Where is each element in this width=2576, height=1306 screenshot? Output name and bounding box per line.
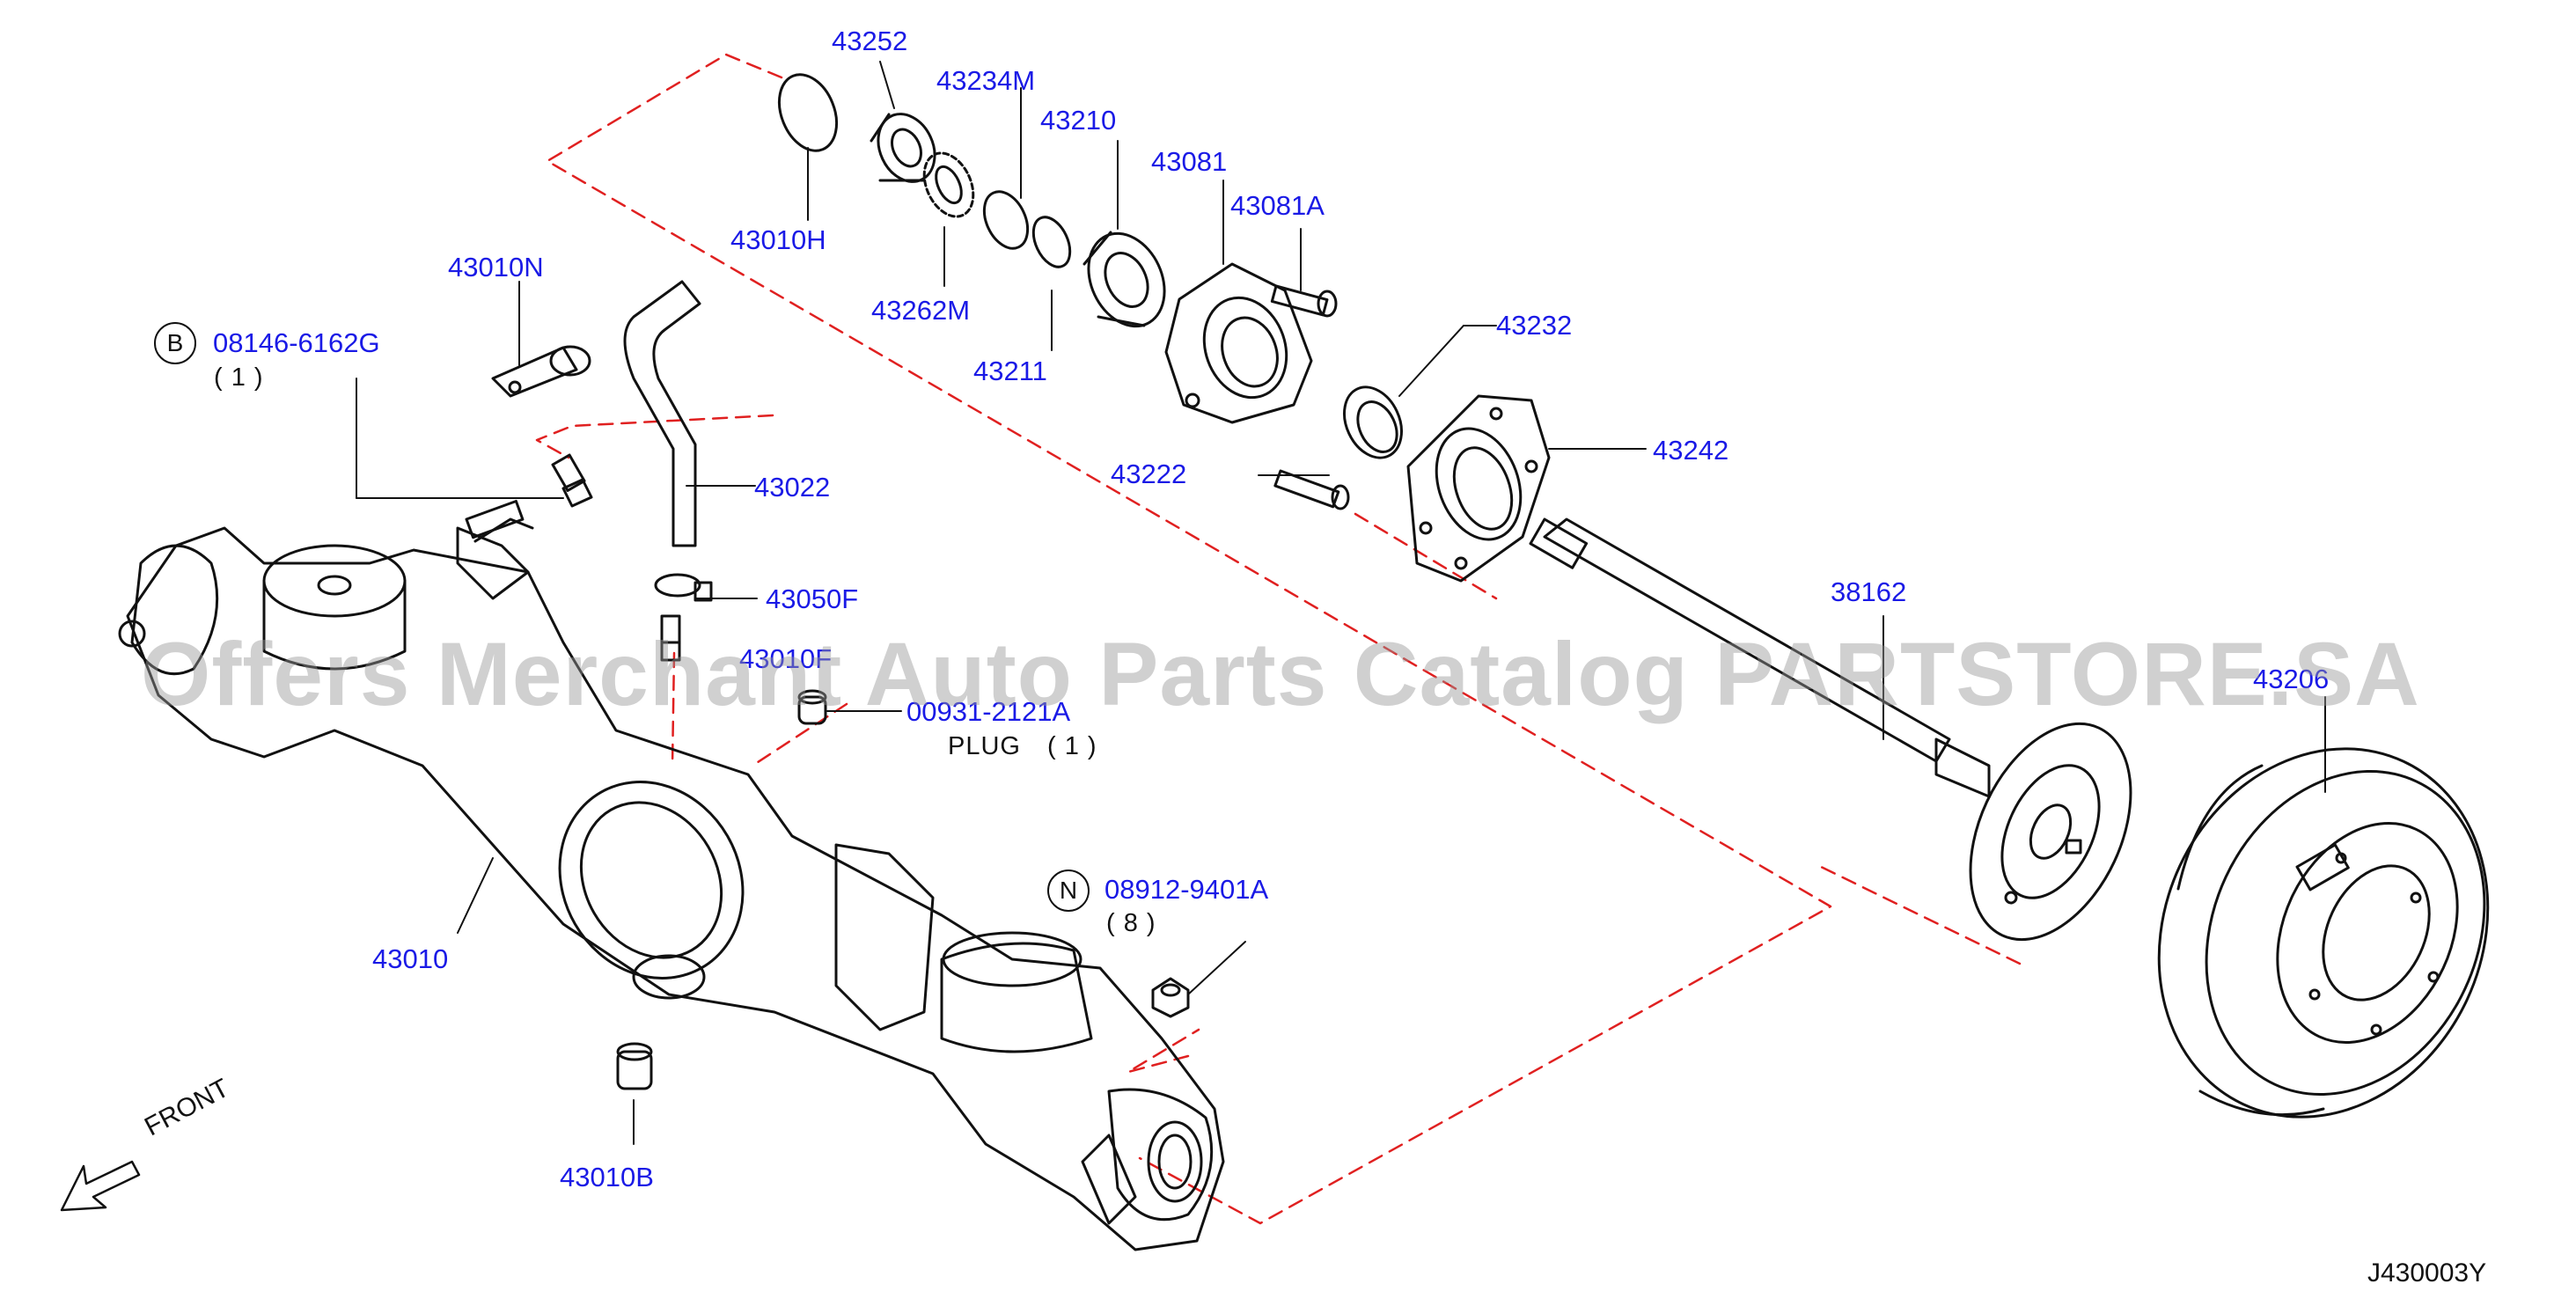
label-38162[interactable]: 38162	[1831, 576, 1907, 607]
front-arrow-icon	[60, 1160, 141, 1212]
bolt-43081a	[1270, 284, 1338, 318]
label-43232[interactable]: 43232	[1496, 310, 1573, 341]
nut-08912	[1151, 977, 1190, 1018]
badge-b: B	[154, 322, 196, 364]
badge-n: N	[1047, 869, 1090, 912]
label-08146-6162g[interactable]: 08146-6162G	[213, 327, 380, 358]
label-43211[interactable]: 43211	[973, 356, 1047, 386]
snapring-43211	[1031, 216, 1072, 268]
watermark: Offers Merchant Auto Parts Catalog PARTS…	[141, 624, 2420, 724]
label-43252[interactable]: 43252	[832, 26, 908, 56]
qty-08912: ( 8 )	[1106, 909, 1156, 937]
label-43234m[interactable]: 43234M	[936, 65, 1036, 96]
plug-00931	[797, 689, 827, 725]
plug-text: PLUG	[948, 732, 1021, 760]
retainer-43242	[1406, 394, 1551, 583]
breather-43010f	[660, 614, 681, 662]
label-43262m[interactable]: 43262M	[871, 295, 971, 326]
label-43010b[interactable]: 43010B	[560, 1162, 654, 1192]
bearing-43252	[870, 113, 936, 183]
label-43022[interactable]: 43022	[754, 472, 831, 503]
qty-08146: ( 1 )	[214, 363, 264, 392]
label-43081a[interactable]: 43081A	[1230, 190, 1325, 221]
bearing-43210	[1083, 231, 1166, 328]
assembly-dashed-outline	[535, 53, 2022, 1225]
bolt-08146	[551, 453, 593, 508]
breather-hose-43022	[623, 280, 701, 547]
clip-43050f	[654, 573, 713, 602]
label-00931-2121a[interactable]: 00931-2121A	[906, 696, 1071, 727]
label-43206[interactable]: 43206	[2253, 664, 2330, 694]
leader-lines	[356, 61, 2326, 1145]
label-43210[interactable]: 43210	[1040, 105, 1117, 136]
cap-43010h	[777, 73, 839, 152]
label-43050f[interactable]: 43050F	[766, 583, 859, 614]
bearing-cage-43081	[1164, 262, 1313, 424]
label-43222[interactable]: 43222	[1111, 459, 1187, 489]
label-43081[interactable]: 43081	[1151, 146, 1228, 177]
qty-00931: ( 1 )	[1047, 732, 1097, 760]
hose-clip-43010n	[491, 345, 591, 398]
label-43010[interactable]: 43010	[372, 943, 449, 974]
seal-43232	[1343, 385, 1403, 459]
label-08912-9401a[interactable]: 08912-9401A	[1105, 874, 1269, 905]
axle-shaft-38162	[1529, 517, 2132, 942]
lockwasher-43234m	[982, 190, 1030, 250]
label-43010h[interactable]: 43010H	[730, 224, 826, 255]
brake-drum-43206	[2157, 747, 2490, 1119]
figure-code: J430003Y	[2367, 1258, 2487, 1288]
label-43242[interactable]: 43242	[1653, 435, 1729, 466]
label-43010n[interactable]: 43010N	[448, 252, 544, 282]
axle-housing-43010	[118, 499, 1225, 1251]
label-43010f[interactable]: 43010F	[739, 643, 833, 674]
plug-43010b	[616, 1042, 653, 1090]
bolt-43222	[1273, 469, 1350, 510]
locknut-43262m	[922, 151, 975, 218]
